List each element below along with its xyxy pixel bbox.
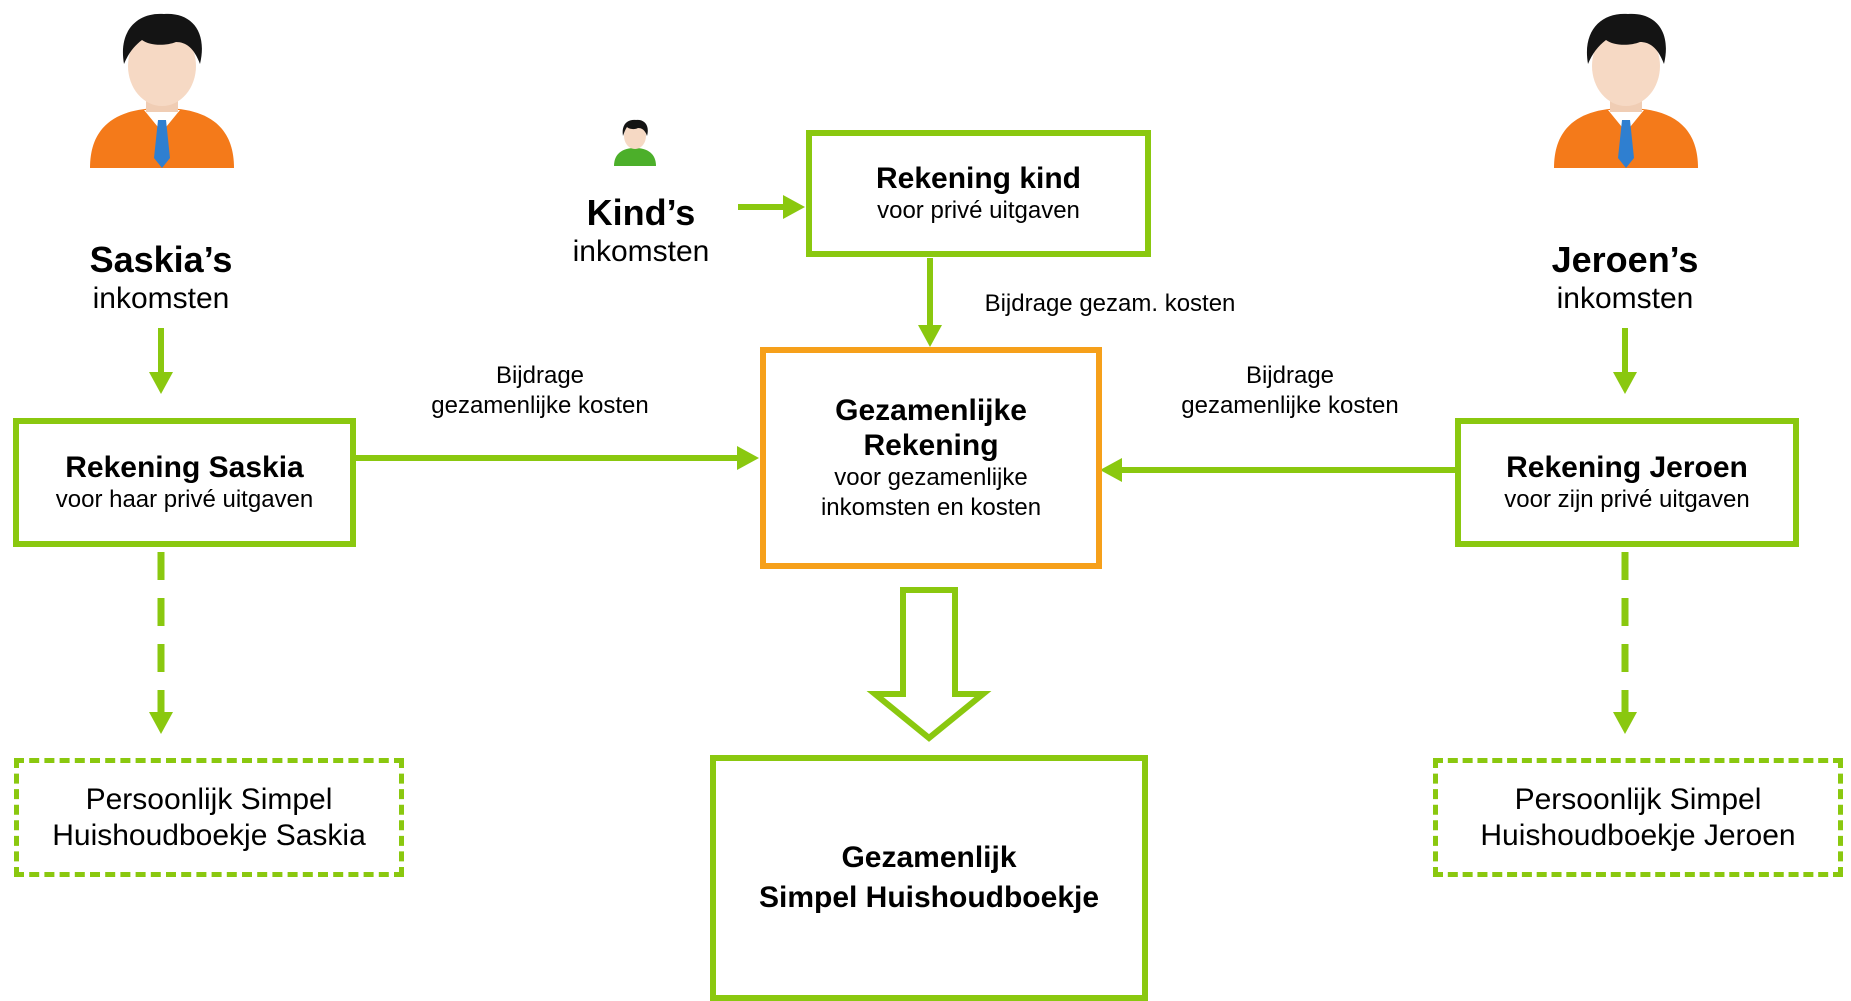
- booklet-text: Huishoudboekje Saskia: [52, 818, 366, 852]
- account-title: Rekening kind: [875, 162, 1082, 195]
- booklet-joint: Gezamenlijk Simpel Huishoudboekje: [710, 755, 1148, 1001]
- account-joint: Gezamenlijke Rekening voor gezamenlijke …: [760, 347, 1102, 569]
- booklet-text: Persoonlijk Simpel: [1514, 782, 1762, 816]
- booklet-title: Gezamenlijk: [841, 841, 1017, 874]
- edge-label-line: Bijdrage gezam. kosten: [984, 290, 1236, 317]
- account-title: Gezamenlijke: [835, 394, 1027, 427]
- arrow-jeroen-to-joint: [1100, 458, 1455, 482]
- arrow-saskia-income-to-account: [149, 328, 173, 394]
- account-subtitle: voor privé uitgaven: [877, 197, 1080, 224]
- income-text: inkomsten: [92, 282, 230, 315]
- account-subtitle: voor zijn privé uitgaven: [1504, 486, 1750, 513]
- edge-label-line: gezamenlijke kosten: [1181, 392, 1399, 419]
- edge-label-line: Bijdrage: [1245, 362, 1335, 389]
- arrow-kind-to-joint: [918, 258, 942, 347]
- booklet-text: Persoonlijk Simpel: [85, 782, 333, 816]
- person-name: Jeroen’s: [1551, 239, 1699, 280]
- arrow-kind-income-to-account: [738, 195, 805, 219]
- edge-label-saskia: Bijdrage gezamenlijke kosten: [400, 361, 680, 421]
- income-text: inkomsten: [572, 235, 710, 268]
- income-text: inkomsten: [1556, 282, 1694, 315]
- account-title: Rekening Jeroen: [1506, 451, 1748, 484]
- account-subtitle: voor haar privé uitgaven: [55, 486, 314, 513]
- arrow-joint-to-booklet: [866, 587, 992, 742]
- booklet-saskia: Persoonlijk Simpel Huishoudboekje Saskia: [14, 758, 404, 877]
- account-jeroen: Rekening Jeroen voor zijn privé uitgaven: [1455, 418, 1799, 547]
- small-person-icon: [614, 119, 656, 166]
- booklet-jeroen: Persoonlijk Simpel Huishoudboekje Jeroen: [1433, 758, 1843, 877]
- person-icon: [1554, 13, 1698, 168]
- arrow-jeroen-income-to-account: [1613, 328, 1637, 394]
- account-subtitle: voor gezamenlijke: [834, 464, 1028, 491]
- edge-label-kind: Bijdrage gezam. kosten: [960, 289, 1260, 319]
- account-kind: Rekening kind voor privé uitgaven: [806, 130, 1151, 257]
- account-saskia: Rekening Saskia voor haar privé uitgaven: [13, 418, 356, 547]
- booklet-text: Huishoudboekje Jeroen: [1480, 818, 1796, 852]
- person-name: Kind’s: [586, 192, 696, 233]
- arrow-saskia-to-booklet: [149, 552, 173, 734]
- income-label-kind: Kind’s inkomsten: [541, 193, 741, 271]
- edge-label-line: Bijdrage: [495, 362, 585, 389]
- account-subtitle: inkomsten en kosten: [820, 494, 1042, 521]
- income-label-jeroen: Jeroen’s inkomsten: [1525, 240, 1725, 318]
- booklet-title: Simpel Huishoudboekje: [758, 881, 1100, 914]
- account-title: Rekening Saskia: [65, 451, 304, 484]
- arrow-jeroen-to-booklet: [1613, 552, 1637, 734]
- person-name: Saskia’s: [89, 239, 233, 280]
- edge-label-line: gezamenlijke kosten: [431, 392, 649, 419]
- income-label-saskia: Saskia’s inkomsten: [61, 240, 261, 318]
- arrow-saskia-to-joint: [354, 446, 759, 470]
- account-title: Rekening: [863, 429, 999, 462]
- edge-label-jeroen: Bijdrage gezamenlijke kosten: [1150, 361, 1430, 421]
- person-icon: [90, 13, 234, 168]
